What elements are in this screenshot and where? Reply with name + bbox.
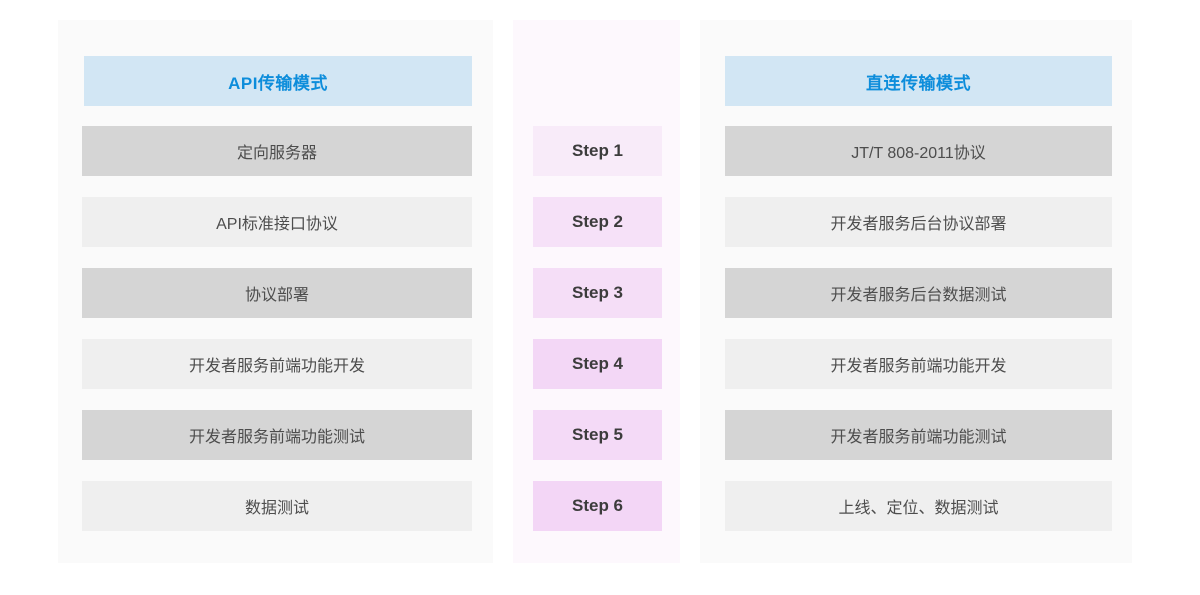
step-label: Step 5	[533, 410, 662, 460]
direct-mode-header: 直连传输模式	[725, 56, 1112, 106]
direct-mode-step-row: JT/T 808-2011协议	[725, 126, 1112, 176]
step-label: Step 3	[533, 268, 662, 318]
direct-mode-step-row: 开发者服务前端功能开发	[725, 339, 1112, 389]
step-label: Step 4	[533, 339, 662, 389]
steps-panel: Step 1 Step 2 Step 3 Step 4 Step 5 Step …	[513, 20, 680, 563]
direct-mode-step-row: 开发者服务前端功能测试	[725, 410, 1112, 460]
api-mode-step-row: 协议部署	[82, 268, 472, 318]
api-mode-step-row: 数据测试	[82, 481, 472, 531]
step-label: Step 1	[533, 126, 662, 176]
api-mode-step-row: 定向服务器	[82, 126, 472, 176]
step-label: Step 6	[533, 481, 662, 531]
direct-mode-step-row: 开发者服务后台协议部署	[725, 197, 1112, 247]
api-mode-step-row: 开发者服务前端功能开发	[82, 339, 472, 389]
api-mode-panel: API传输模式 定向服务器 API标准接口协议 协议部署 开发者服务前端功能开发…	[58, 20, 493, 563]
api-mode-step-row: API标准接口协议	[82, 197, 472, 247]
direct-mode-step-row: 上线、定位、数据测试	[725, 481, 1112, 531]
step-label: Step 2	[533, 197, 662, 247]
api-mode-step-row: 开发者服务前端功能测试	[82, 410, 472, 460]
direct-mode-step-row: 开发者服务后台数据测试	[725, 268, 1112, 318]
direct-mode-panel: 直连传输模式 JT/T 808-2011协议 开发者服务后台协议部署 开发者服务…	[700, 20, 1132, 563]
api-mode-header: API传输模式	[84, 56, 472, 106]
